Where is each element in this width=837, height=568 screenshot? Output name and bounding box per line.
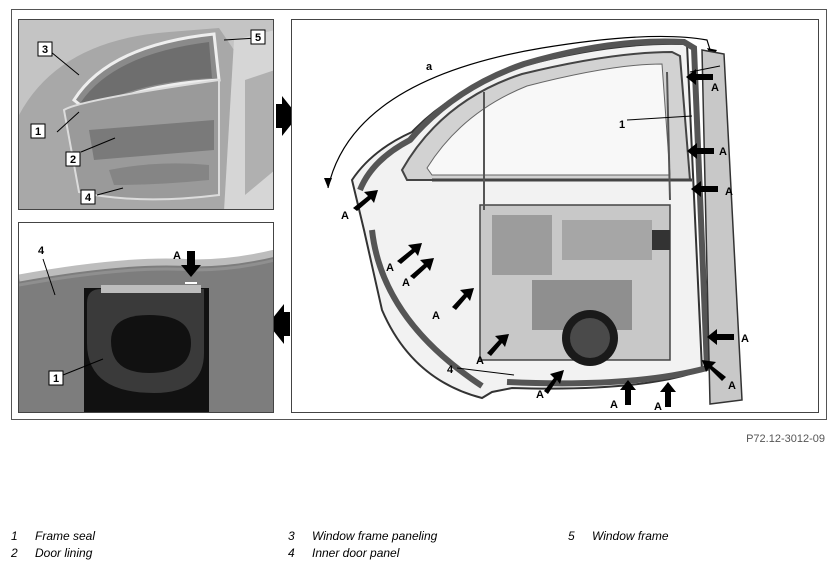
point-a-label: A <box>341 210 349 222</box>
legend-number: 5 <box>568 529 575 543</box>
point-a-label: A <box>402 277 410 289</box>
callout-2: 2 <box>70 154 76 166</box>
point-a-label: A <box>654 401 662 413</box>
legend-item: 3 Window frame paneling <box>288 529 508 543</box>
legend-label: Inner door panel <box>312 546 400 560</box>
legend-item: 4 Inner door panel <box>288 546 508 560</box>
legend-item: 5 Window frame <box>568 529 768 543</box>
point-a-label: A <box>719 146 727 158</box>
callout-4: 4 <box>85 192 92 204</box>
figure-reference: P72.12-3012-09 <box>746 433 825 445</box>
arrow-down-icon <box>181 251 201 277</box>
seal-detail-illustration <box>19 249 273 412</box>
legend-number: 2 <box>11 546 18 560</box>
point-a-label: A <box>610 399 618 411</box>
legend-number: 4 <box>288 546 295 560</box>
legend-label: Window frame <box>592 529 669 543</box>
point-a-label: A <box>711 82 719 94</box>
point-a-label: A <box>728 380 736 392</box>
door-inner-illustration <box>324 35 743 405</box>
point-a-label: A <box>432 310 440 322</box>
callout-1: 1 <box>35 126 41 138</box>
point-a-label: A <box>386 262 394 274</box>
detail-callout-1: 1 <box>53 373 59 385</box>
detail-panel: 4 A 1 <box>18 222 274 413</box>
legend-label: Frame seal <box>35 529 96 543</box>
legend-label: Window frame paneling <box>312 529 438 543</box>
detail-callout-a: A <box>173 250 181 262</box>
door-callout-1: 1 <box>619 119 625 131</box>
detail-callouts: 4 A 1 <box>38 245 201 386</box>
door-callout-4: 4 <box>447 364 454 376</box>
legend-item: 2 Door lining <box>11 546 211 560</box>
point-a-label: A <box>536 389 544 401</box>
legend-number: 3 <box>288 529 295 543</box>
legend-label: Door lining <box>35 546 93 560</box>
seal-point-labels: A A A A A A A A A A A A A <box>341 82 749 413</box>
legend-number: 1 <box>11 529 18 543</box>
detail-callout-4: 4 <box>38 245 45 257</box>
point-a-label: A <box>725 186 733 198</box>
overview-callouts: 1 2 3 4 5 <box>30 29 266 205</box>
callout-3: 3 <box>42 44 48 56</box>
point-a-label: A <box>741 333 749 345</box>
door-panel: a 1 4 A A A A A A A A A A A A A <box>291 19 819 413</box>
overview-panel: 1 2 3 4 5 <box>18 19 274 210</box>
seal-arrows: a 1 4 A A A A A A A A A A A A A <box>341 61 749 413</box>
legend-item: 1 Frame seal <box>11 529 211 543</box>
callout-5: 5 <box>255 32 261 44</box>
arc-label-a: a <box>426 61 433 73</box>
point-a-label: A <box>476 355 484 367</box>
